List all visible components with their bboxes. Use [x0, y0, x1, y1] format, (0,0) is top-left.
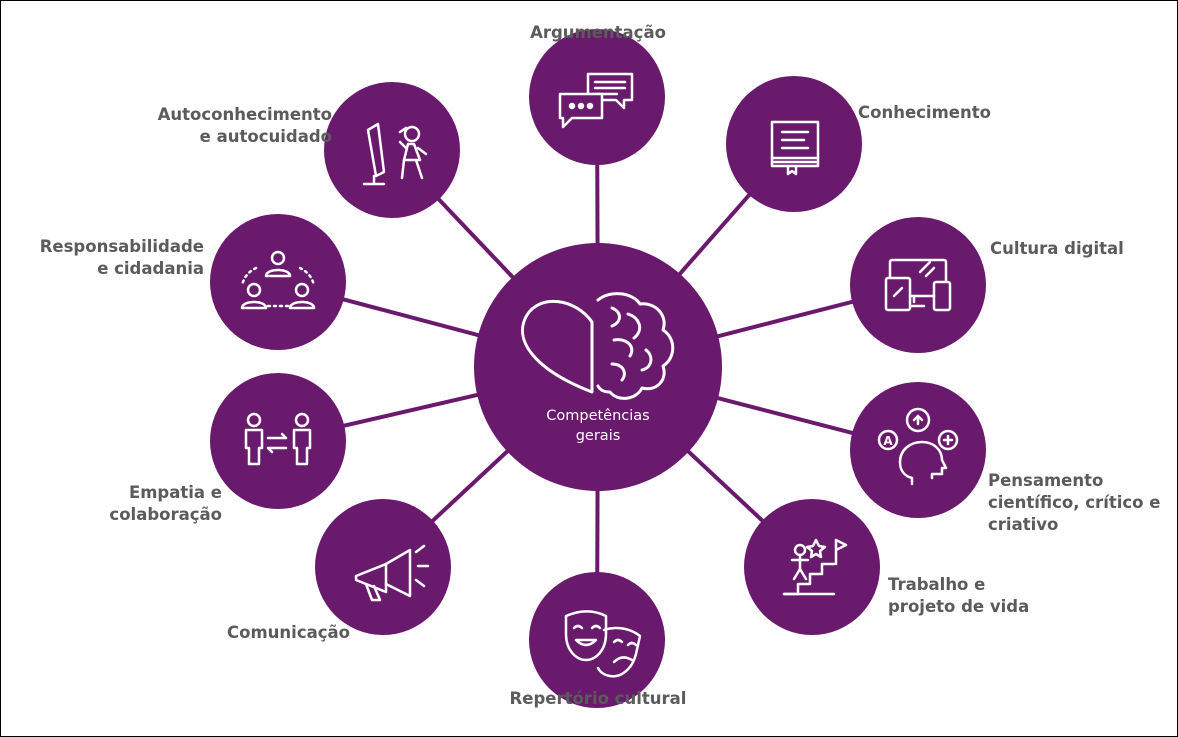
- community-icon: [240, 250, 316, 310]
- center-label-line1: Competências: [546, 408, 649, 424]
- node-responsabilidade: [210, 214, 346, 350]
- devices-icon: [884, 258, 952, 312]
- book-icon: [770, 120, 820, 176]
- center-node: Competências gerais: [474, 243, 722, 491]
- label-pensamento-line1: Pensamento: [988, 471, 1104, 490]
- label-empatia-line1: Empatia e: [128, 483, 222, 502]
- label-empatia-line2: colaboração: [109, 505, 222, 524]
- megaphone-icon: [354, 544, 430, 602]
- svg-text:A: A: [883, 434, 893, 448]
- label-autoconhecimento-line1: Autoconhecimento: [157, 105, 332, 124]
- node-pensamento: A: [850, 382, 986, 518]
- label-pensamento-line3: criativo: [988, 515, 1059, 534]
- label-comunicacao-line1: Comunicação: [227, 623, 350, 642]
- label-trabalho-line2: projeto de vida: [888, 597, 1030, 616]
- node-argumentacao: [529, 29, 665, 165]
- two-people-exchange-icon: [244, 412, 312, 466]
- node-autoconhecimento: [324, 82, 460, 218]
- label-conhecimento-line1: Conhecimento: [858, 103, 991, 122]
- label-responsabilidade: Responsabilidade e cidadania: [10, 236, 204, 280]
- node-repertorio: [529, 572, 665, 708]
- label-autoconhecimento-line2: e autocuidado: [199, 127, 332, 146]
- node-conhecimento: [726, 76, 862, 212]
- label-repertorio-line1: Repertório cultural: [509, 689, 687, 708]
- heart-brain-icon: [521, 292, 675, 400]
- label-trabalho-line1: Trabalho e: [888, 575, 986, 594]
- label-responsabilidade-line2: e cidadania: [97, 259, 204, 278]
- node-cultura-digital: [850, 217, 986, 353]
- head-ideas-icon: A: [877, 407, 959, 486]
- label-argumentacao: Argumentação: [520, 22, 676, 44]
- label-comunicacao: Comunicação: [170, 622, 350, 644]
- label-empatia: Empatia e colaboração: [90, 482, 222, 526]
- label-trabalho: Trabalho e projeto de vida: [888, 574, 1029, 618]
- label-conhecimento: Conhecimento: [858, 102, 991, 124]
- speech-bubbles-icon: [558, 72, 634, 129]
- label-argumentacao-line1: Argumentação: [530, 23, 666, 42]
- label-repertorio: Repertório cultural: [490, 688, 706, 710]
- label-cultura-digital: Cultura digital: [990, 238, 1124, 260]
- node-empatia: [210, 373, 346, 509]
- label-pensamento: Pensamento científico, crítico e criativ…: [988, 470, 1160, 536]
- center-label-line2: gerais: [576, 428, 621, 444]
- label-cultura-digital-line1: Cultura digital: [990, 239, 1124, 258]
- node-comunicacao: [315, 499, 451, 635]
- mirror-person-icon: [362, 122, 428, 186]
- label-responsabilidade-line1: Responsabilidade: [39, 237, 204, 256]
- theater-masks-icon: [564, 610, 642, 678]
- node-trabalho: [744, 499, 880, 635]
- label-pensamento-line2: científico, crítico e: [988, 493, 1161, 512]
- label-autoconhecimento: Autoconhecimento e autocuidado: [120, 104, 332, 148]
- stairs-goal-icon: [782, 538, 848, 596]
